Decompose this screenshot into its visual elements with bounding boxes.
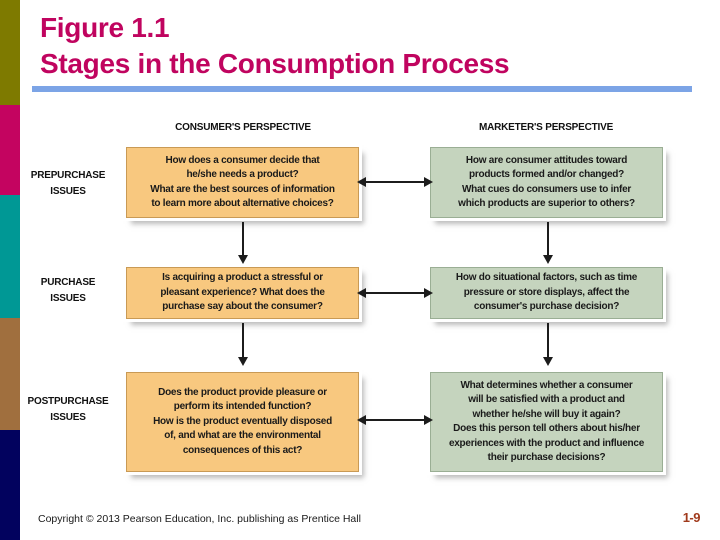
accent-bar-segment-magenta (0, 105, 20, 195)
down-arrow-icon-marketer-2 (543, 323, 553, 366)
column-header-consumer: CONSUMER'S PERSPECTIVE (175, 122, 311, 133)
figure-number: Figure 1.1 (40, 12, 170, 43)
box-prepurchase-consumer: How does a consumer decide that he/she n… (126, 147, 359, 218)
accent-bar-segment-brown (0, 318, 20, 430)
box-purchase-marketer: How do situational factors, such as time… (430, 267, 663, 319)
figure-title: Stages in the Consumption Process (40, 48, 510, 79)
copyright-text: Copyright © 2013 Pearson Education, Inc.… (38, 513, 361, 525)
accent-bar-segment-navy (0, 430, 20, 540)
box-postpurchase-consumer: Does the product provide pleasure or per… (126, 372, 359, 472)
box-postpurchase-marketer: What determines whether a consumer will … (430, 372, 663, 472)
double-arrow-icon-prepurchase (357, 177, 433, 187)
page-number: 1-9 (682, 510, 701, 525)
down-arrow-icon-consumer-1 (238, 222, 248, 264)
slide-title: Figure 1.1 Stages in the Consumption Pro… (40, 10, 510, 82)
accent-bar-segment-teal (0, 195, 20, 318)
column-header-marketer: MARKETER'S PERSPECTIVE (478, 122, 614, 133)
double-arrow-icon-purchase (357, 288, 433, 298)
down-arrow-icon-marketer-1 (543, 222, 553, 264)
box-prepurchase-marketer: How are consumer attitudes toward produc… (430, 147, 663, 218)
row-label-purchase: PURCHASE ISSUES (40, 277, 96, 304)
row-label-postpurchase: POSTPURCHASE ISSUES (27, 396, 109, 423)
accent-bar-segment-olive (0, 0, 20, 105)
title-underline (32, 86, 692, 92)
row-label-prepurchase: PREPURCHASE ISSUES (30, 170, 106, 197)
double-arrow-icon-postpurchase (357, 415, 433, 425)
down-arrow-icon-consumer-2 (238, 323, 248, 366)
box-purchase-consumer: Is acquiring a product a stressful or pl… (126, 267, 359, 319)
